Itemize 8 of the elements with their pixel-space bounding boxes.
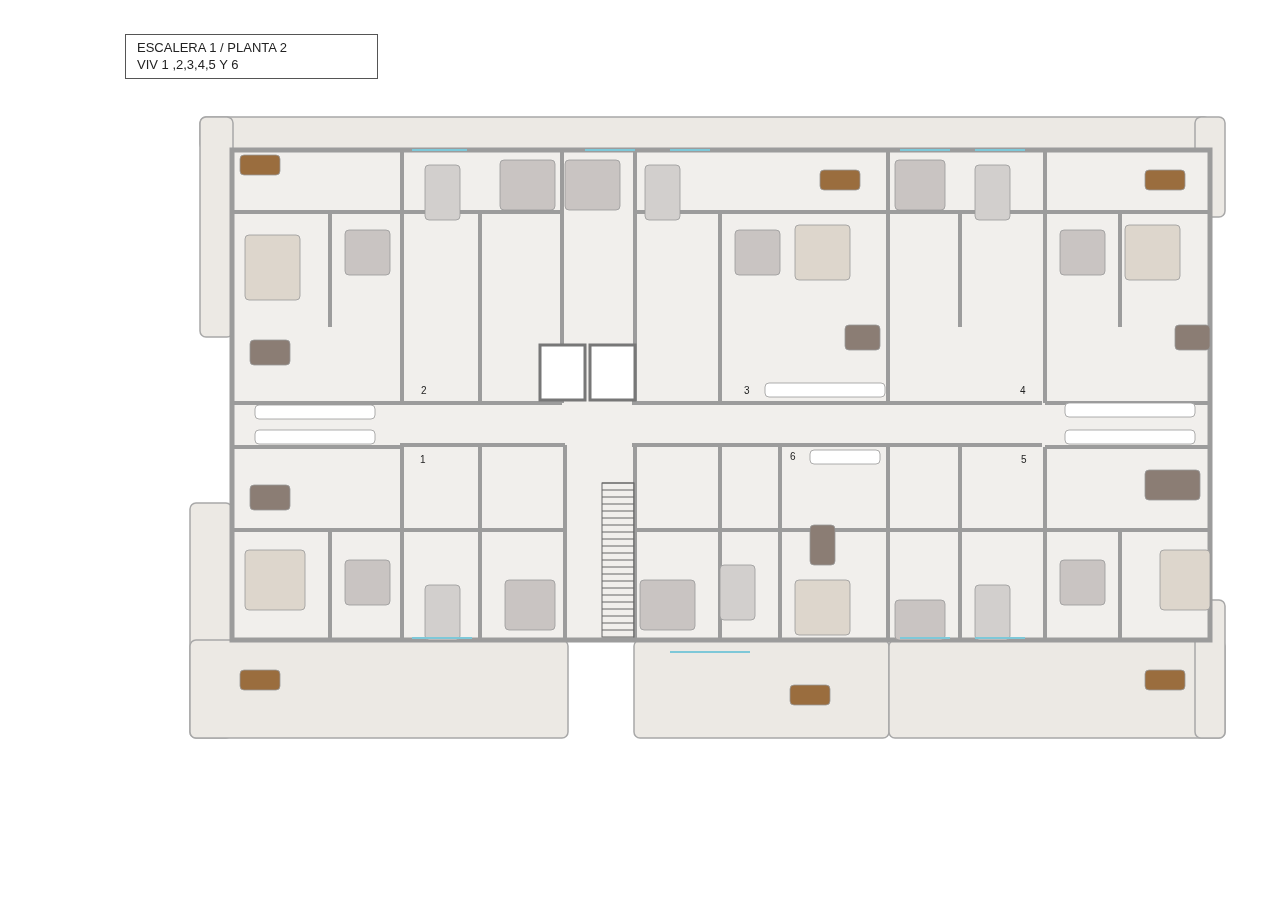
unit-number: 6 — [790, 451, 796, 463]
unit-number: 4 — [1020, 385, 1026, 397]
plan-title: ESCALERA 1 / PLANTA 2 — [137, 40, 288, 55]
unit-number: 5 — [1021, 454, 1027, 466]
unit-number: 3 — [744, 385, 750, 397]
dwelling-list: VIV 1 ,2,3,4,5 Y 6 — [137, 57, 239, 72]
unit-number: 1 — [420, 454, 426, 466]
unit-number: 2 — [421, 385, 427, 397]
